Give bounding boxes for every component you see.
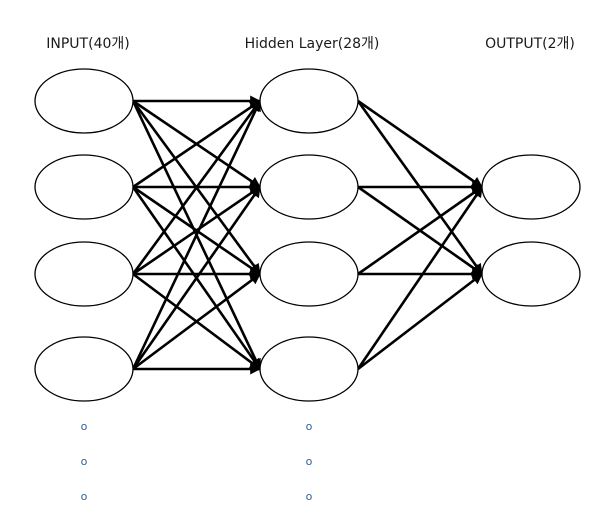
output-neuron-1 bbox=[481, 154, 581, 220]
connection-input-2-to-hidden-1 bbox=[132, 99, 261, 189]
connection-hidden-1-to-output-1 bbox=[357, 99, 483, 189]
connection-input-4-to-hidden-3 bbox=[132, 272, 261, 371]
ellipsis-group: o o o o o o bbox=[81, 420, 313, 503]
input-neuron-4 bbox=[34, 336, 134, 402]
hidden-neuron-4 bbox=[259, 336, 359, 402]
input-ellipsis-dot: o bbox=[81, 420, 88, 433]
hidden-ellipsis-dot: o bbox=[306, 455, 313, 468]
input-neuron-3 bbox=[34, 241, 134, 307]
connection-input-4-to-hidden-1 bbox=[131, 100, 262, 370]
input-ellipsis-dot: o bbox=[81, 490, 88, 503]
connections-group bbox=[131, 95, 484, 375]
input-neuron-1 bbox=[34, 68, 134, 134]
connection-hidden-3-to-output-1 bbox=[357, 185, 483, 276]
output-layer-label: OUTPUT(2개) bbox=[485, 36, 575, 52]
connection-input-4-to-hidden-2 bbox=[131, 186, 262, 370]
hidden-neuron-1 bbox=[259, 68, 359, 134]
input-neuron-2 bbox=[34, 154, 134, 220]
hidden-neuron-2 bbox=[259, 154, 359, 220]
neurons-group bbox=[34, 68, 581, 402]
hidden-layer-label: Hidden Layer(28개) bbox=[245, 36, 380, 52]
output-neuron-2 bbox=[481, 241, 581, 307]
hidden-ellipsis-dot: o bbox=[306, 490, 313, 503]
connection-input-3-to-hidden-2 bbox=[132, 185, 261, 276]
input-ellipsis-dot: o bbox=[81, 455, 88, 468]
connection-hidden-4-to-output-1 bbox=[356, 186, 484, 370]
hidden-ellipsis-dot: o bbox=[306, 420, 313, 433]
connection-hidden-4-to-output-2 bbox=[357, 272, 483, 371]
connection-input-3-to-hidden-1 bbox=[131, 100, 262, 275]
input-layer-label: INPUT(40개) bbox=[46, 36, 129, 52]
hidden-neuron-3 bbox=[259, 241, 359, 307]
